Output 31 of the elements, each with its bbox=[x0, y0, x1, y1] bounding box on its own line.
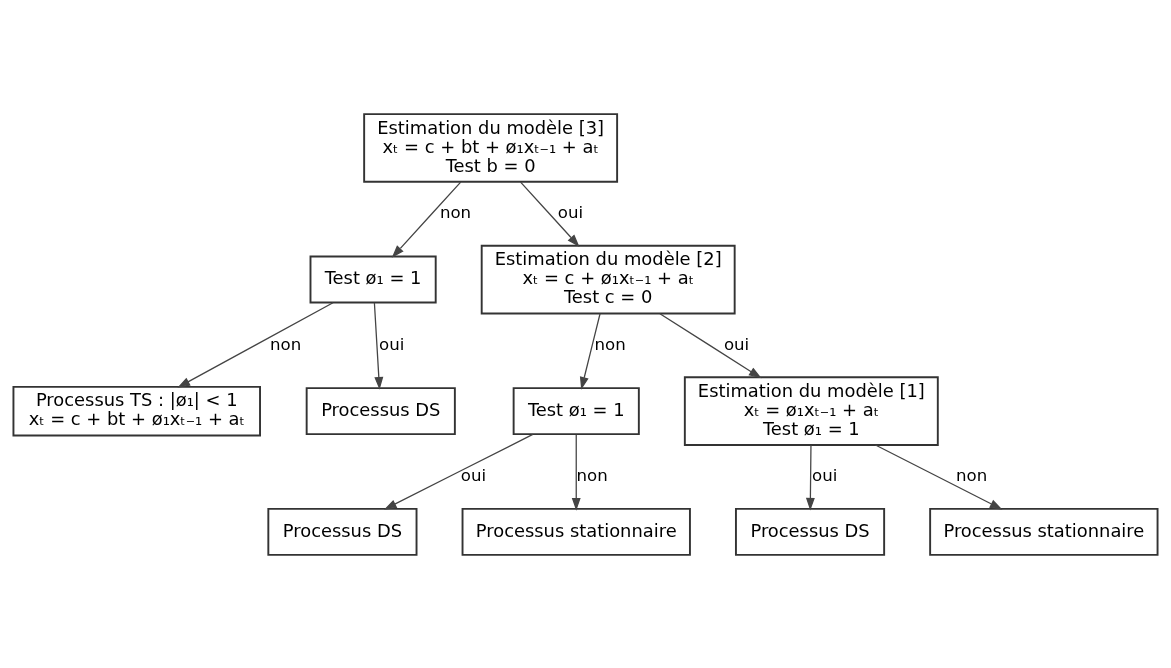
arrow bbox=[659, 312, 762, 378]
node-box: Processus DS bbox=[305, 386, 456, 435]
edge-label: oui bbox=[723, 334, 750, 354]
arrow bbox=[383, 433, 534, 510]
arrow bbox=[519, 181, 580, 247]
node-box: Processus TS : |ø₁| < 1 xₜ = c + bt + ø₁xₜ₋₁ + aₜ bbox=[12, 385, 261, 436]
arrow bbox=[391, 181, 462, 258]
arrow bbox=[571, 433, 581, 511]
node-box: Estimation du modèle [1] xₜ = ø₁xₜ₋₁ + aₜ Test ø₁ = 1 bbox=[683, 375, 939, 446]
node-box: Estimation du modèle [2] xₜ = c + ø₁xₜ₋₁ + aₜ Test c = 0 bbox=[480, 244, 736, 314]
node-box: Processus DS bbox=[267, 507, 418, 556]
edge-label: non bbox=[269, 334, 302, 354]
arrow bbox=[874, 443, 1003, 510]
edge-label: oui bbox=[460, 465, 487, 485]
edge-label: oui bbox=[812, 465, 838, 485]
arrow bbox=[177, 301, 334, 388]
edge-label: non bbox=[439, 202, 472, 222]
node-box: Processus stationnaire bbox=[929, 507, 1159, 556]
node-box: Processus DS bbox=[735, 507, 886, 556]
edge-label: non bbox=[576, 465, 608, 485]
node-box: Test ø₁ = 1 bbox=[512, 386, 640, 435]
arrow bbox=[805, 444, 815, 511]
arrow bbox=[579, 312, 601, 390]
node-box: Estimation du modèle [3] xₜ = c + bt + ø₁xₜ₋₁ + aₜ Test b = 0 bbox=[363, 112, 619, 183]
node-box: Processus stationnaire bbox=[461, 507, 691, 556]
node-box: Test ø₁ = 1 bbox=[309, 255, 437, 303]
edge-label: non bbox=[594, 334, 626, 354]
edge-label: oui bbox=[378, 334, 405, 354]
edge-label: oui bbox=[557, 202, 584, 222]
edge-label: non bbox=[956, 465, 988, 485]
arrow bbox=[373, 301, 384, 390]
